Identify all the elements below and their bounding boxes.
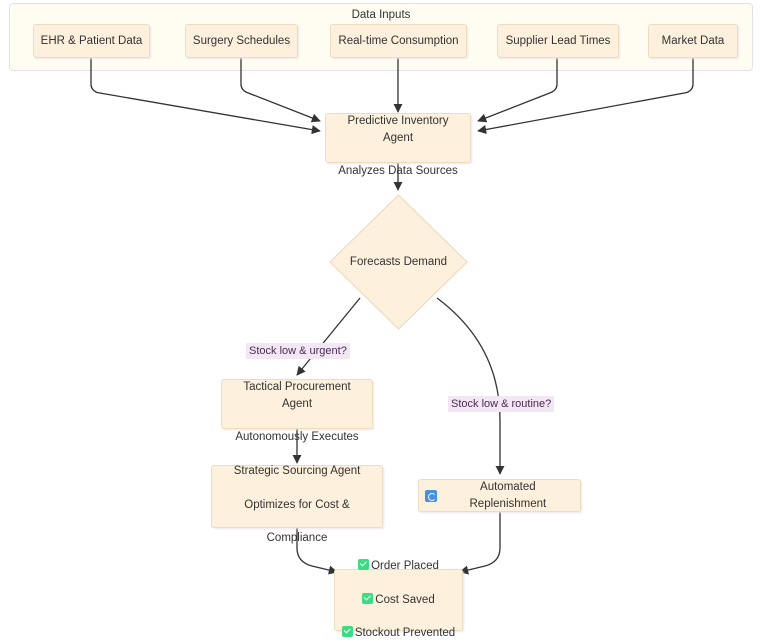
node-ehr-patient-data[interactable]: EHR & Patient Data bbox=[33, 24, 150, 58]
node-label-line-2: Optimizes for Cost & bbox=[244, 498, 350, 511]
node-tactical-procurement-agent[interactable]: Tactical Procurement Agent Autonomously … bbox=[221, 379, 373, 443]
node-label: Supplier Lead Times bbox=[505, 34, 611, 47]
node-label: Surgery Schedules bbox=[192, 34, 291, 47]
refresh-icon bbox=[425, 489, 437, 502]
node-label-line-2: Analyzes Data Sources bbox=[338, 165, 458, 178]
node-label-text: Automated Replenishment bbox=[469, 480, 547, 510]
node-label-line-1: Tactical Procurement Agent bbox=[243, 381, 351, 410]
node-label: Market Data bbox=[661, 34, 725, 47]
outcome-item-label: Stockout Prevented bbox=[354, 627, 456, 640]
edge-label-stock-low-urgent: Stock low & urgent? bbox=[246, 343, 350, 360]
edge-label-text: Stock low & routine? bbox=[451, 398, 552, 410]
node-predictive-inventory-agent[interactable]: Predictive Inventory Agent Analyzes Data… bbox=[325, 113, 471, 177]
node-label-line-2: Autonomously Executes bbox=[235, 431, 359, 444]
outcome-item-label: Order Placed bbox=[371, 560, 439, 573]
node-label: EHR & Patient Data bbox=[40, 34, 143, 47]
node-label: Strategic Sourcing Agent Optimizes for C… bbox=[228, 446, 367, 546]
outcome-item-stockout-prevented: Stockout Prevented bbox=[341, 625, 456, 642]
node-strategic-sourcing-agent[interactable]: Strategic Sourcing Agent Optimizes for C… bbox=[211, 465, 383, 544]
node-label-line-1: Strategic Sourcing Agent bbox=[233, 465, 361, 478]
node-label: Order Placed Cost Saved Stockout Prevent… bbox=[336, 542, 461, 643]
node-surgery-schedules[interactable]: Surgery Schedules bbox=[185, 24, 298, 58]
node-forecasts-demand-decision[interactable]: Forecasts Demand bbox=[329, 194, 468, 330]
node-label: Predictive Inventory Agent Analyzes Data… bbox=[326, 96, 470, 179]
edge-label-text: Stock low & urgent? bbox=[249, 345, 347, 357]
node-label: Forecasts Demand bbox=[349, 256, 448, 268]
check-icon bbox=[362, 592, 374, 604]
node-label: Tactical Procurement Agent Autonomously … bbox=[222, 362, 372, 445]
node-label-line-3: Compliance bbox=[266, 531, 328, 544]
outcome-item-order-placed: Order Placed bbox=[342, 558, 455, 575]
check-icon bbox=[358, 559, 370, 571]
edge-replenishment-to-outcome bbox=[459, 512, 501, 575]
edge-label-stock-low-routine: Stock low & routine? bbox=[448, 396, 555, 413]
diamond-shape bbox=[329, 194, 468, 330]
check-icon bbox=[341, 626, 353, 638]
node-automated-replenishment[interactable]: Automated Replenishment bbox=[418, 479, 581, 512]
node-label: Automated Replenishment bbox=[419, 479, 580, 512]
node-label: Real-time Consumption bbox=[338, 34, 459, 47]
outcome-item-cost-saved: Cost Saved bbox=[342, 592, 455, 609]
node-supplier-lead-times[interactable]: Supplier Lead Times bbox=[497, 24, 619, 58]
outcome-item-label: Cost Saved bbox=[375, 593, 435, 606]
node-market-data[interactable]: Market Data bbox=[648, 24, 738, 58]
node-outcome-summary[interactable]: Order Placed Cost Saved Stockout Prevent… bbox=[334, 559, 463, 639]
node-realtime-consumption[interactable]: Real-time Consumption bbox=[330, 24, 467, 58]
node-label-line-1: Predictive Inventory Agent bbox=[347, 115, 449, 144]
subgraph-title: Data Inputs bbox=[351, 9, 411, 21]
